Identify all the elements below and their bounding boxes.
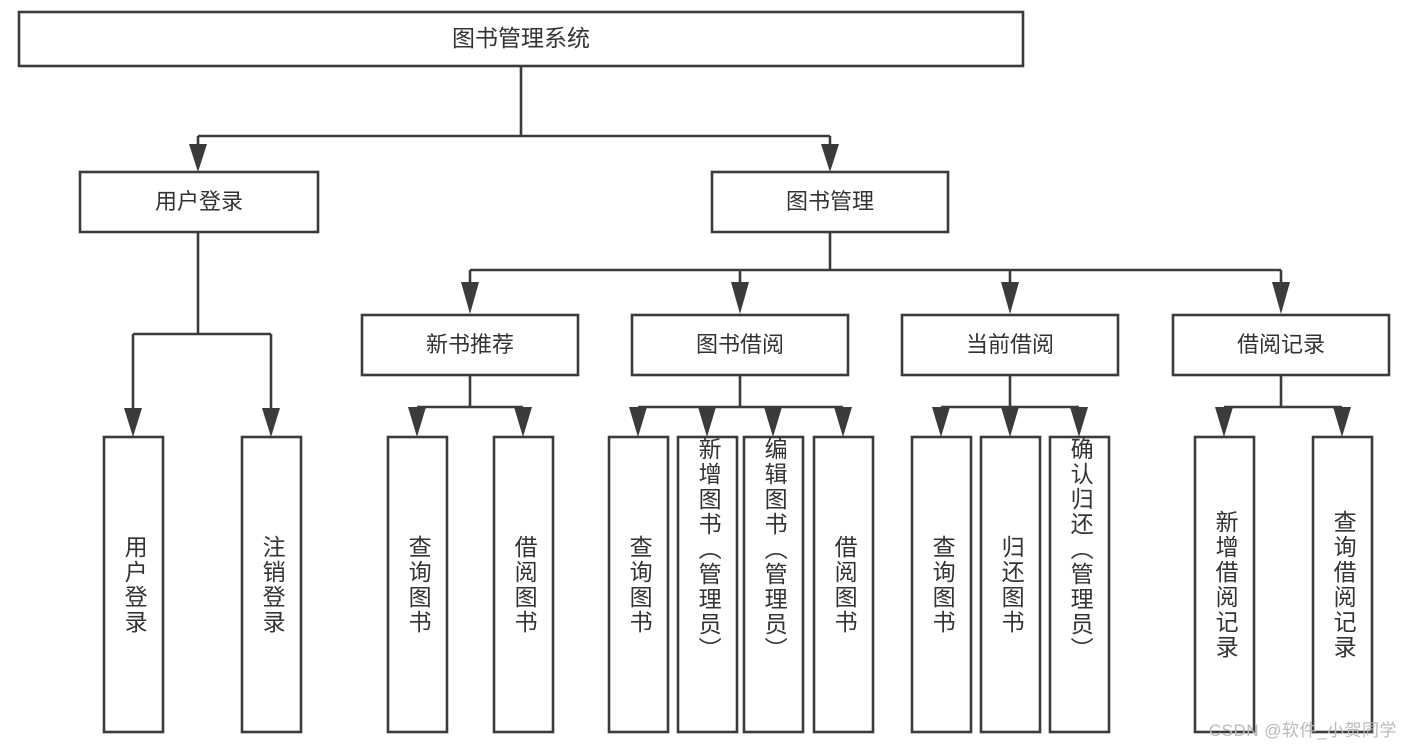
- leafbox-query-book-2[interactable]: [607, 435, 670, 734]
- node-borrow-record-box[interactable]: [1171, 313, 1391, 377]
- leafbox-confirm-return-admin[interactable]: [1048, 435, 1111, 734]
- connector-newbook-to-leaves: [408, 375, 532, 437]
- node-user-login-label: 用户登录: [155, 189, 243, 214]
- arrow-head-leaf-query-book-2: [629, 407, 647, 437]
- node-book-manage-box[interactable]: [710, 170, 950, 234]
- arrow-head-leaf-query-book-1: [408, 407, 426, 437]
- arrow-head-leaf-edit-book-admin: [764, 407, 782, 437]
- leafbox-borrow-book-2[interactable]: [812, 435, 875, 734]
- leafbox-add-borrow-record[interactable]: [1193, 435, 1256, 734]
- arrow-head-leaf-borrow-book-2: [834, 407, 852, 437]
- node-new-book-recommend-label: 新书推荐: [426, 332, 514, 357]
- node-root-label: 图书管理系统: [452, 25, 590, 51]
- leafbox-add-book-admin[interactable]: [676, 435, 739, 734]
- node-current-borrow-box[interactable]: [900, 313, 1120, 377]
- arrow-head-new-book-recommend: [461, 282, 479, 314]
- connector-bookmanage-to-level3: [461, 232, 1290, 314]
- node-book-borrow-label: 图书借阅: [696, 332, 784, 357]
- leafbox-query-borrow-record[interactable]: [1311, 435, 1374, 734]
- arrow-head-book-borrow: [731, 282, 749, 314]
- leafbox-user-login[interactable]: [102, 435, 165, 734]
- arrow-head-leaf-user-login: [124, 408, 142, 437]
- arrow-head-user-login: [189, 144, 207, 172]
- arrow-head-leaf-confirm-return-admin: [1070, 407, 1088, 437]
- arrow-head-borrow-record: [1272, 282, 1290, 314]
- connector-userlogin-to-leaves: [124, 232, 280, 437]
- leafbox-query-book-3[interactable]: [910, 435, 973, 734]
- node-book-manage-label: 图书管理: [786, 189, 874, 214]
- connector-root-to-level2: [189, 66, 839, 172]
- node-new-book-recommend-box[interactable]: [360, 313, 580, 377]
- node-book-borrow-box[interactable]: [630, 313, 850, 377]
- arrow-head-leaf-query-borrow-record: [1333, 407, 1351, 437]
- arrow-head-current-borrow: [1001, 282, 1019, 314]
- arrow-head-leaf-add-borrow-record: [1215, 407, 1233, 437]
- arrow-head-book-manage: [821, 144, 839, 172]
- arrow-head-leaf-return-book: [1001, 407, 1019, 437]
- connector-currentborrow-to-leaves: [932, 375, 1088, 437]
- node-root-box[interactable]: [17, 10, 1025, 68]
- connector-bookborrow-to-leaves: [629, 375, 852, 437]
- node-borrow-record-label: 借阅记录: [1237, 332, 1325, 357]
- node-current-borrow-label: 当前借阅: [966, 332, 1054, 357]
- leafbox-logout-login[interactable]: [240, 435, 303, 734]
- arrow-head-leaf-logout-login: [262, 408, 280, 437]
- watermark-text: CSDN @软件_小贺同学: [1208, 721, 1397, 740]
- arrow-head-leaf-add-book-admin: [698, 407, 716, 437]
- leafbox-return-book[interactable]: [979, 435, 1042, 734]
- leafbox-query-book-1[interactable]: [386, 435, 449, 734]
- node-user-login-box[interactable]: [78, 170, 320, 234]
- arrow-head-leaf-borrow-book-1: [514, 407, 532, 437]
- connector-borrowrecord-to-leaves: [1215, 375, 1351, 437]
- leafbox-edit-book-admin[interactable]: [742, 435, 805, 734]
- leafbox-borrow-book-1[interactable]: [492, 435, 555, 734]
- arrow-head-leaf-query-book-3: [932, 407, 950, 437]
